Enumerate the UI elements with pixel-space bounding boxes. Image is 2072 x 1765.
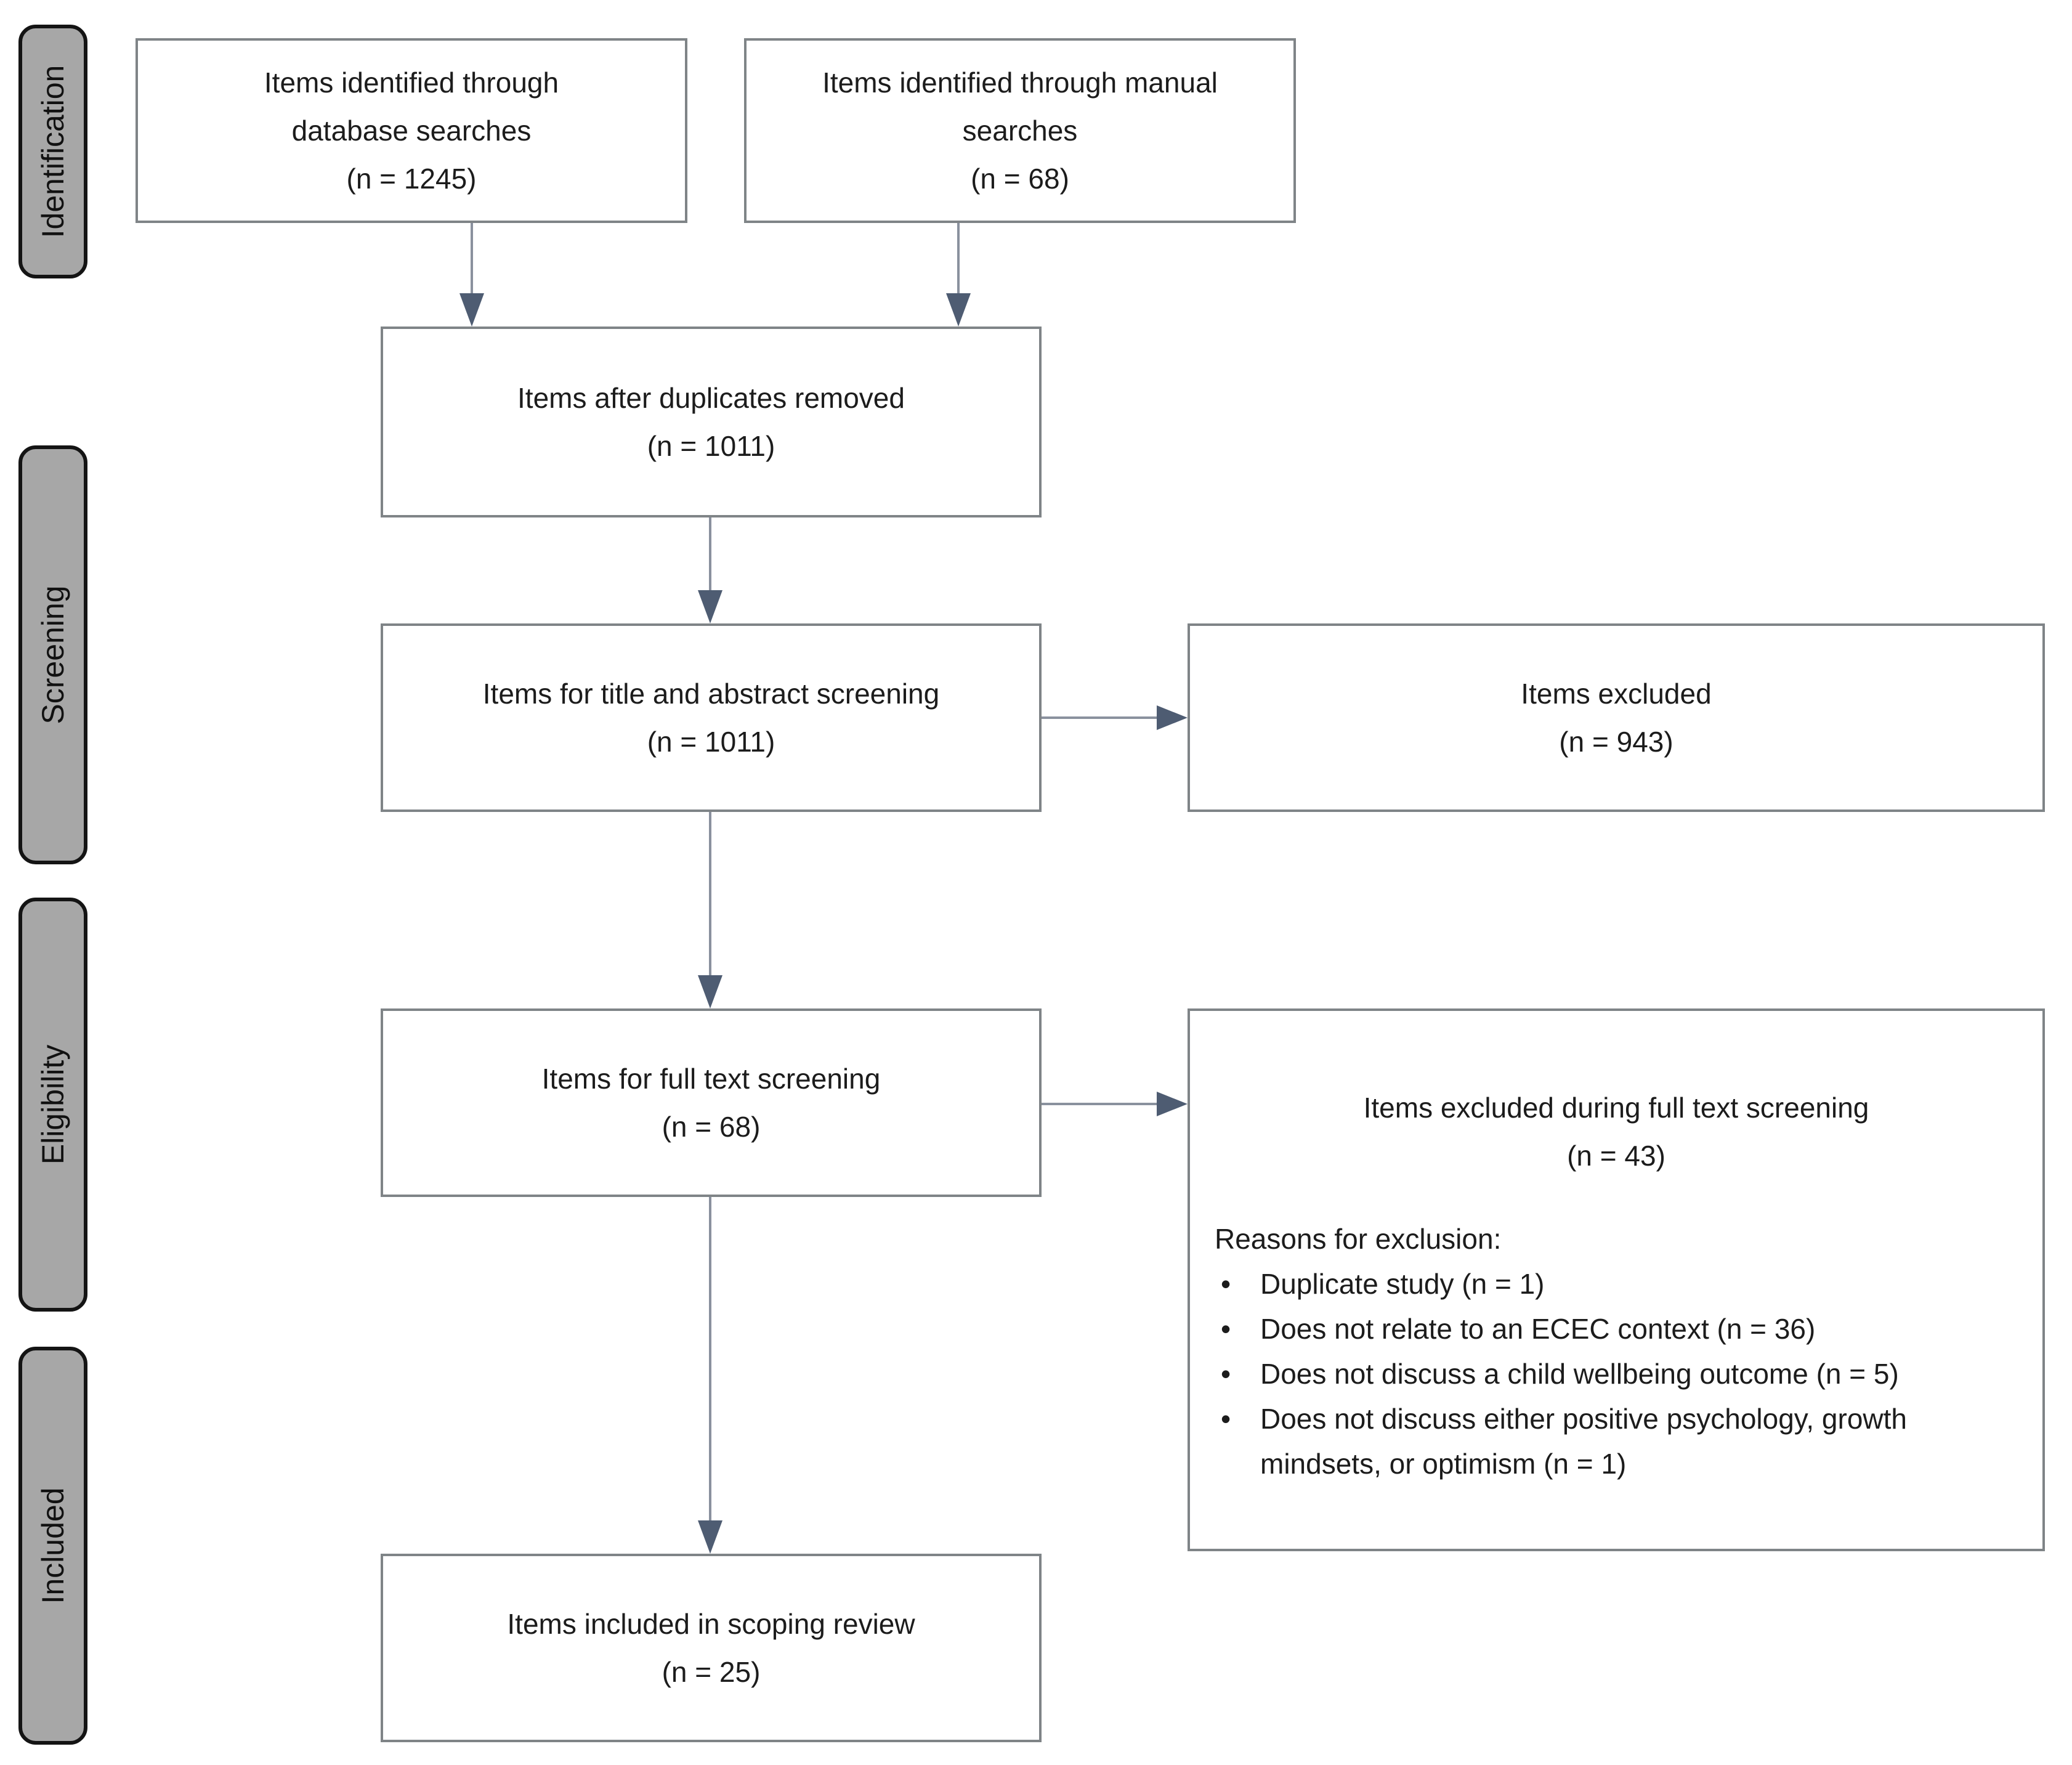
box-included-review: Items included in scoping review (n = 25… [381,1554,1042,1742]
stage-eligibility: Eligibility [18,898,87,1312]
box-manual-searches-count: (n = 68) [971,163,1069,195]
bullet-icon: • [1221,1403,1231,1435]
exclusion-reason: Does not discuss either positive psychol… [1260,1403,1908,1480]
connector-line [1042,1103,1157,1105]
list-item: • Does not discuss either positive psych… [1221,1397,2005,1487]
connector-line [1042,716,1157,719]
exclusion-reason: Duplicate study (n = 1) [1260,1268,1545,1300]
connector-line [471,223,473,296]
box-full-text-screening-label: Items for full text screening [541,1063,881,1095]
box-title-abstract-screening: Items for title and abstract screening (… [381,623,1042,812]
stage-identification-label: Identification [36,65,70,238]
stage-included: Included [18,1347,87,1745]
arrowhead-down-icon [946,293,971,327]
box-title-abstract-screening-count: (n = 1011) [647,726,775,758]
arrowhead-right-icon [1157,705,1188,730]
list-item: • Does not relate to an ECEC context (n … [1221,1307,2005,1352]
box-duplicates-removed-label: Items after duplicates removed [517,382,905,414]
connector-line [709,517,711,593]
box-items-excluded-label: Items excluded [1521,678,1712,710]
stage-identification: Identification [18,25,87,278]
box-title-abstract-screening-label: Items for title and abstract screening [482,678,940,710]
box-duplicates-removed-count: (n = 1011) [647,430,775,462]
arrowhead-down-icon [698,1520,722,1554]
stage-screening: Screening [18,445,87,864]
box-excluded-full-text-count: (n = 43) [1567,1140,1665,1172]
box-database-searches-count: (n = 1245) [346,163,477,195]
arrowhead-down-icon [459,293,484,327]
box-full-text-screening: Items for full text screening (n = 68) [381,1008,1042,1197]
box-manual-searches-label: Items identified through manual searches [822,67,1218,147]
arrowhead-down-icon [698,975,722,1008]
box-items-excluded: Items excluded (n = 943) [1188,623,2045,812]
exclusion-reasons-heading: Reasons for exclusion: [1215,1223,1502,1255]
box-database-searches-label: Items identified through database search… [264,67,559,147]
box-excluded-full-text: Items excluded during full text screenin… [1188,1008,2045,1551]
exclusion-reasons: Reasons for exclusion: • Duplicate study… [1190,1217,2042,1487]
bullet-icon: • [1221,1268,1231,1300]
bullet-icon: • [1221,1313,1231,1345]
list-item: • Duplicate study (n = 1) [1221,1262,2005,1307]
exclusion-reasons-list: • Duplicate study (n = 1) • Does not rel… [1215,1262,2005,1487]
box-included-review-count: (n = 25) [662,1656,761,1688]
box-full-text-screening-count: (n = 68) [662,1111,761,1143]
stage-eligibility-label: Eligibility [36,1044,70,1165]
stage-screening-label: Screening [36,585,70,724]
box-duplicates-removed: Items after duplicates removed (n = 1011… [381,327,1042,517]
box-included-review-label: Items included in scoping review [507,1608,915,1640]
stage-included-label: Included [36,1487,70,1604]
exclusion-reason: Does not relate to an ECEC context (n = … [1260,1313,1816,1345]
list-item: • Does not discuss a child wellbeing out… [1221,1352,2005,1397]
box-manual-searches: Items identified through manual searches… [744,38,1296,223]
bullet-icon: • [1221,1358,1231,1390]
box-items-excluded-count: (n = 943) [1559,726,1673,758]
arrowhead-right-icon [1157,1092,1188,1116]
arrowhead-down-icon [698,590,722,623]
exclusion-reason: Does not discuss a child wellbeing outco… [1260,1358,1899,1390]
box-database-searches: Items identified through database search… [136,38,687,223]
connector-line [957,223,960,296]
connector-line [709,812,711,976]
box-excluded-full-text-label: Items excluded during full text screenin… [1363,1092,1869,1124]
connector-line [709,1197,711,1522]
